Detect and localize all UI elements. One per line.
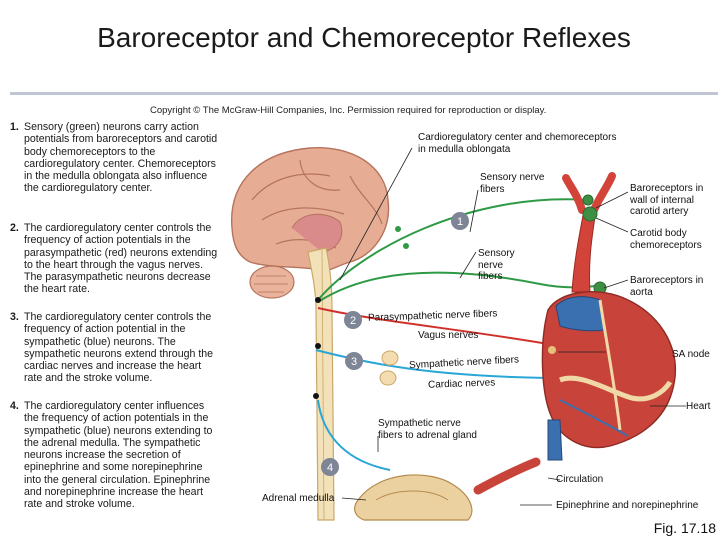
step-number: 4. [10, 400, 19, 412]
badge-4: 4 [321, 458, 339, 476]
cerebellum [249, 265, 295, 299]
sympathetic-fiber-heart [315, 349, 549, 379]
parasympathetic-fiber [317, 307, 561, 347]
step-number: 2. [10, 222, 19, 234]
step-text: The cardioregulatory center controls the… [24, 222, 218, 296]
slide-title: Baroreceptor and Chemoreceptor Reflexes [97, 22, 631, 53]
label-carotid-body: Carotid body chemoreceptors [630, 228, 702, 251]
label-epinephrine: Epinephrine and norepinephrine [556, 500, 699, 511]
label-heart: Heart [686, 401, 711, 412]
carotid-artery [571, 209, 597, 293]
step-1: 1. Sensory (green) neurons carry action … [10, 121, 220, 195]
sensory-fiber-aorta [317, 271, 597, 303]
svg-text:1: 1 [457, 216, 463, 228]
step-text: The cardioregulatory center controls the… [24, 311, 214, 385]
sympathetic-fiber-adrenal [317, 399, 391, 471]
label-sensory-top: Sensory nerve fibers [480, 172, 545, 195]
step-text: Sensory (green) neurons carry action pot… [24, 121, 218, 195]
label-adrenal-medulla: Adrenal medulla [262, 493, 335, 504]
sensory-fiber-carotid [317, 198, 589, 301]
sa-node-marker [548, 346, 556, 354]
label-circulation: Circulation [556, 474, 604, 485]
svg-text:2: 2 [350, 315, 356, 327]
step-text: The cardioregulatory center influences t… [24, 400, 213, 511]
label-vagus: Vagus nerves [418, 330, 479, 341]
badge-1: 1 [451, 212, 469, 230]
spinal-cord [307, 247, 335, 521]
copyright-notice: Copyright © The McGraw-Hill Companies, I… [150, 105, 547, 116]
title-divider [10, 92, 718, 95]
label-sym-adrenal: Sympathetic nerve fibers to adrenal glan… [378, 418, 477, 441]
carotid-body [582, 206, 598, 222]
badge-2: 2 [344, 311, 362, 329]
step-2: 2. The cardioregulatory center controls … [10, 222, 220, 296]
step-4: 4. The cardioregulatory center influence… [10, 400, 220, 511]
step-number: 3. [10, 311, 19, 323]
brain-illustration [231, 147, 390, 272]
label-baro-carotid: Baroreceptors in wall of internal caroti… [630, 183, 704, 217]
figure-caption: Fig. 17.18 [653, 520, 716, 536]
label-cardio-center: Cardioregulatory center and chemorecepto… [418, 132, 617, 155]
badge-3: 3 [345, 352, 363, 370]
circulation-vessel [473, 457, 541, 495]
svg-text:3: 3 [351, 356, 357, 368]
label-sa-node: SA node [672, 349, 710, 360]
adrenal-gland [354, 474, 473, 521]
step-number: 1. [10, 121, 19, 133]
svg-text:4: 4 [327, 462, 333, 474]
label-sensory-mid: Sensory nerve fibers [478, 248, 515, 282]
step-3: 3. The cardioregulatory center controls … [10, 311, 220, 385]
label-baro-aorta: Baroreceptors in aorta [630, 275, 704, 298]
